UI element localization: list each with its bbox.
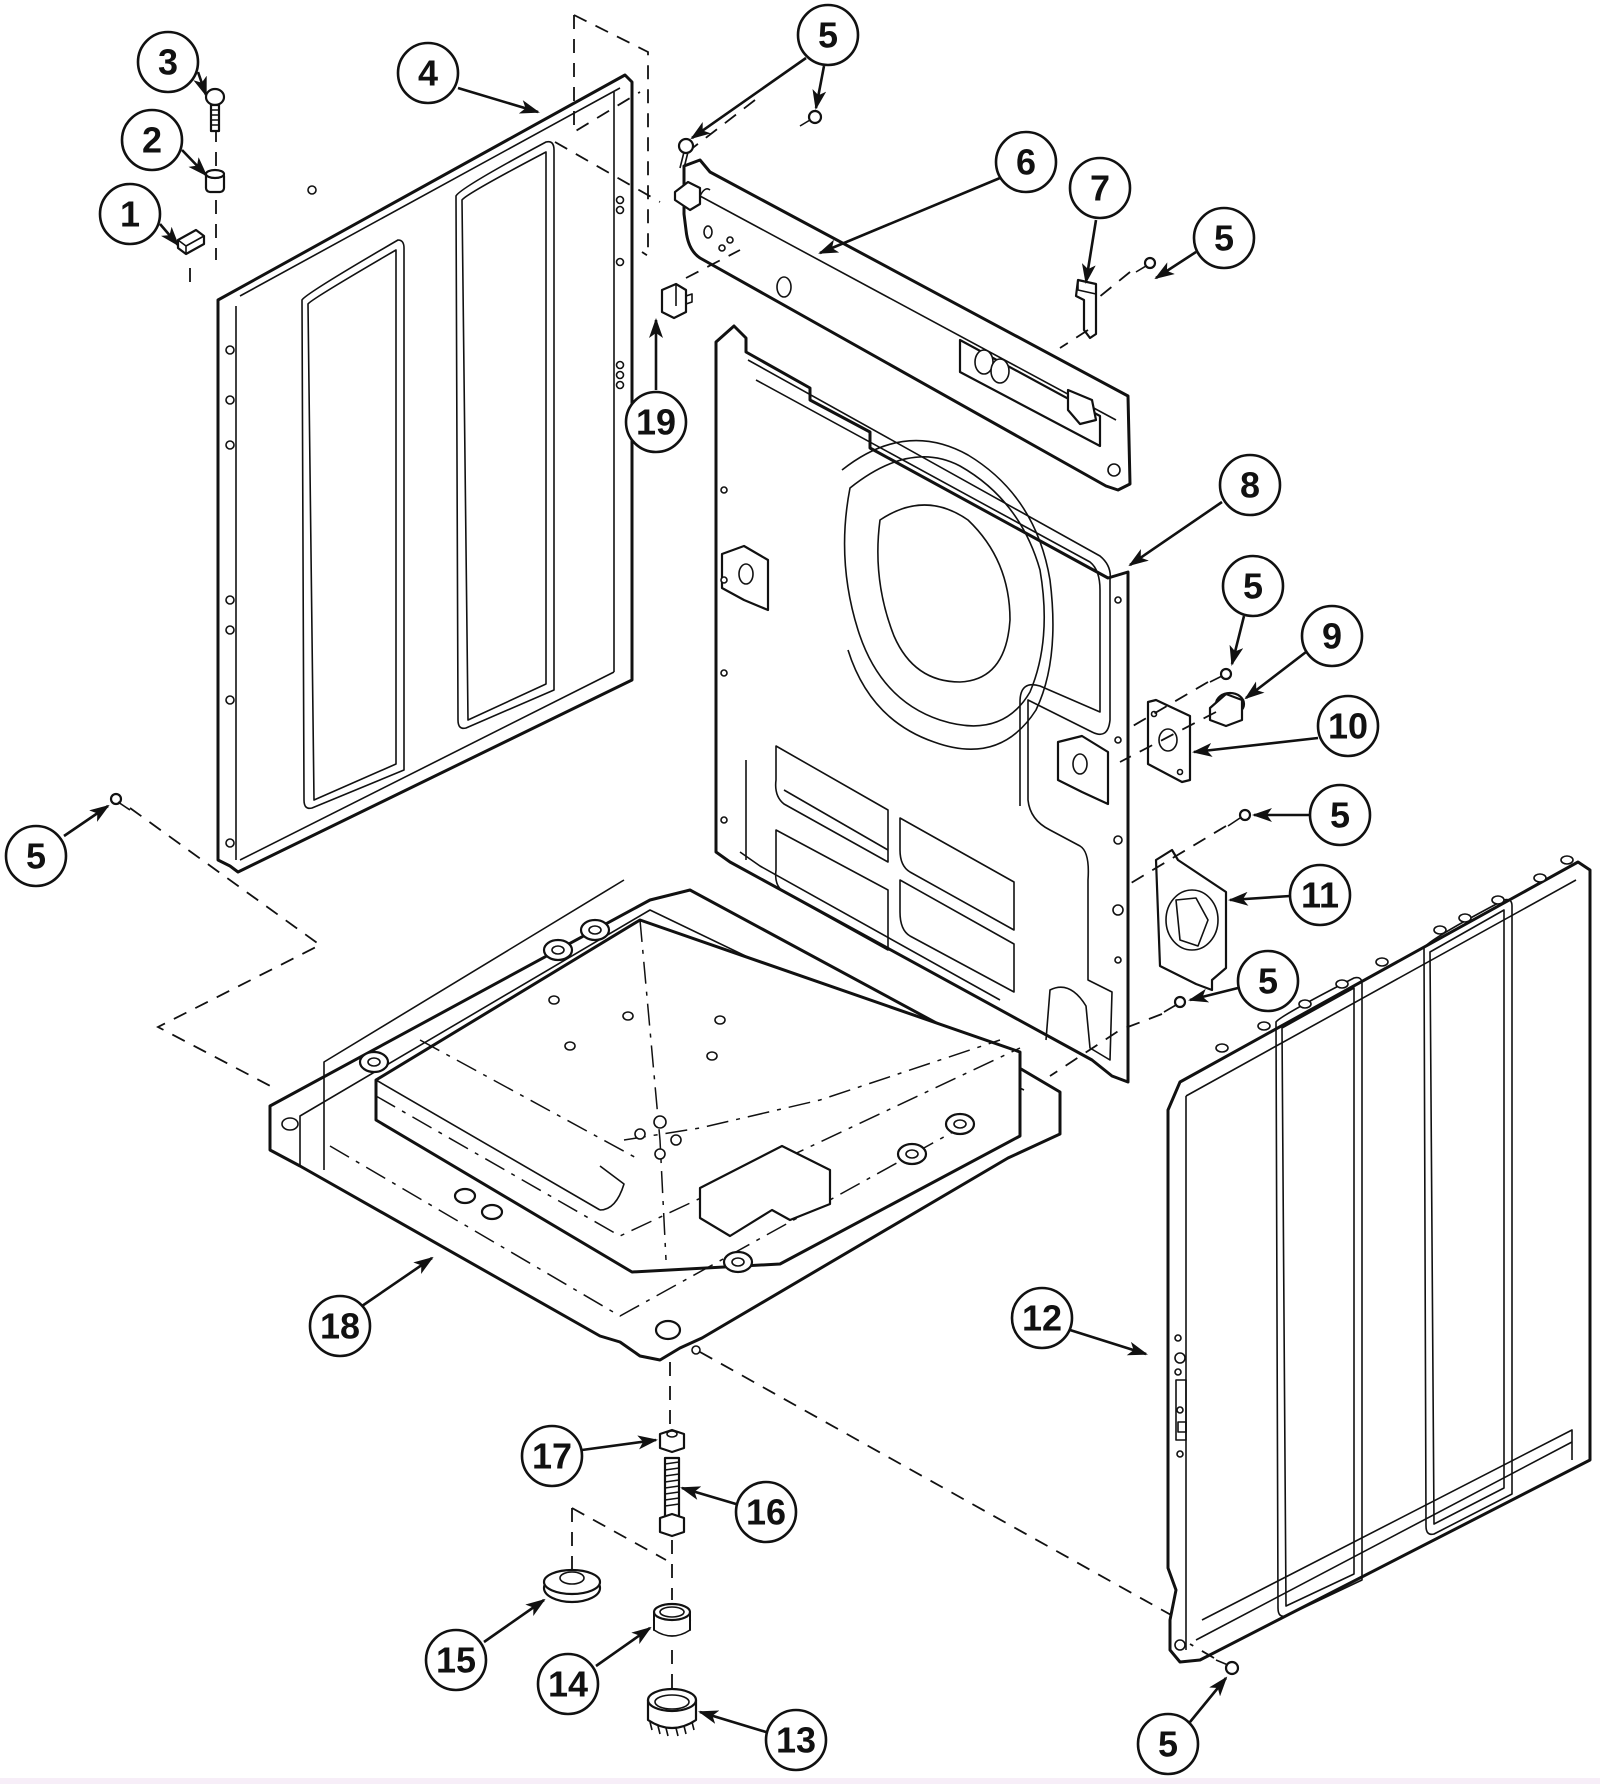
callout-5-bracket-upper[interactable]: 5 <box>1252 783 1372 847</box>
bushing-part-9 <box>1208 691 1246 728</box>
pad-part-1 <box>176 228 206 256</box>
callout-16[interactable]: 16 <box>680 1480 798 1544</box>
callout-14[interactable]: 14 <box>536 1626 652 1716</box>
callout-10-label: 10 <box>1328 706 1368 747</box>
callout-10[interactable]: 10 <box>1192 694 1380 758</box>
callout-15[interactable]: 15 <box>424 1598 546 1692</box>
bolt-part-16 <box>658 1456 686 1538</box>
callout-11-label: 11 <box>1301 875 1339 916</box>
callout-9-label: 9 <box>1322 616 1342 657</box>
callout-2[interactable]: 2 <box>120 108 208 177</box>
connector-part-19 <box>660 282 693 320</box>
callout-14-label: 14 <box>548 1664 588 1705</box>
callout-7[interactable]: 7 <box>1068 156 1132 284</box>
callout-18[interactable]: 18 <box>308 1256 434 1358</box>
callout-5-plate[interactable]: 5 <box>1221 554 1285 666</box>
callout-19[interactable]: 19 <box>624 318 688 454</box>
screw-plate <box>1209 667 1233 683</box>
callout-3[interactable]: 3 <box>136 30 208 97</box>
callout-12[interactable]: 12 <box>1010 1286 1148 1356</box>
screw-bracket-lower <box>1163 995 1187 1013</box>
callout-5-top-label: 5 <box>818 15 838 56</box>
callout-11[interactable]: 11 <box>1228 863 1352 927</box>
callout-2-label: 2 <box>142 120 162 161</box>
callout-15-label: 15 <box>436 1640 476 1681</box>
callout-5-bottom-right[interactable]: 5 <box>1136 1676 1228 1776</box>
callout-19-label: 19 <box>636 402 676 443</box>
leveling-foot-part-13 <box>646 1687 698 1737</box>
clip-part-7 <box>1074 278 1098 340</box>
callout-4-label: 4 <box>418 53 438 94</box>
callout-6-label: 6 <box>1016 142 1036 183</box>
callout-13-label: 13 <box>776 1720 816 1761</box>
callout-3-label: 3 <box>158 42 178 83</box>
callout-6[interactable]: 6 <box>818 130 1058 255</box>
callout-8[interactable]: 8 <box>1128 453 1282 567</box>
nut-part-17 <box>658 1428 686 1454</box>
callout-5-top[interactable]: 5 <box>690 3 860 140</box>
callout-1[interactable]: 1 <box>98 182 180 247</box>
assembly-lines-top-left <box>189 14 661 290</box>
top-rear-rail <box>673 158 1132 492</box>
callout-8-label: 8 <box>1240 465 1260 506</box>
screw-right-panel-bottom <box>1215 1659 1240 1676</box>
screw-part-3 <box>204 87 226 133</box>
screw-rail-left <box>677 137 695 169</box>
callout-5-bracket-lower[interactable]: 5 <box>1188 949 1300 1013</box>
callout-12-label: 12 <box>1022 1298 1062 1339</box>
callout-1-label: 1 <box>120 194 140 235</box>
base-frame <box>268 879 1062 1362</box>
callout-5-clip[interactable]: 5 <box>1154 206 1256 280</box>
callout-5-plate-label: 5 <box>1243 566 1263 607</box>
bracket-part-11 <box>1154 848 1228 992</box>
callout-16-label: 16 <box>746 1492 786 1533</box>
spacer-part-2 <box>204 168 226 194</box>
foot-pad-part-14 <box>652 1602 692 1637</box>
callout-18-label: 18 <box>320 1306 360 1347</box>
callout-5-left[interactable]: 5 <box>4 804 110 888</box>
callout-5-bottom-right-label: 5 <box>1158 1724 1178 1765</box>
rubber-foot-part-15 <box>542 1568 602 1604</box>
left-side-panel <box>216 73 634 874</box>
screw-rail-right <box>799 109 823 127</box>
callout-17-label: 17 <box>532 1436 572 1477</box>
callout-5-clip-label: 5 <box>1214 218 1234 259</box>
screw-bracket-upper <box>1227 808 1252 827</box>
callout-17[interactable]: 17 <box>520 1424 658 1488</box>
screw-left-panel <box>109 792 131 811</box>
callout-9[interactable]: 9 <box>1244 604 1364 700</box>
right-side-panel <box>1166 855 1592 1664</box>
callout-4[interactable]: 4 <box>396 41 540 114</box>
callout-5-bracket-upper-label: 5 <box>1330 795 1350 836</box>
callout-7-label: 7 <box>1090 168 1110 209</box>
callout-5-left-label: 5 <box>26 836 46 877</box>
callout-5-bracket-lower-label: 5 <box>1258 961 1278 1002</box>
rear-panel <box>714 324 1130 1084</box>
bottom-border <box>0 1778 1600 1784</box>
screw-clip <box>1135 256 1157 273</box>
callout-13[interactable]: 13 <box>698 1708 828 1772</box>
mounting-plate-part-10 <box>1146 698 1192 784</box>
